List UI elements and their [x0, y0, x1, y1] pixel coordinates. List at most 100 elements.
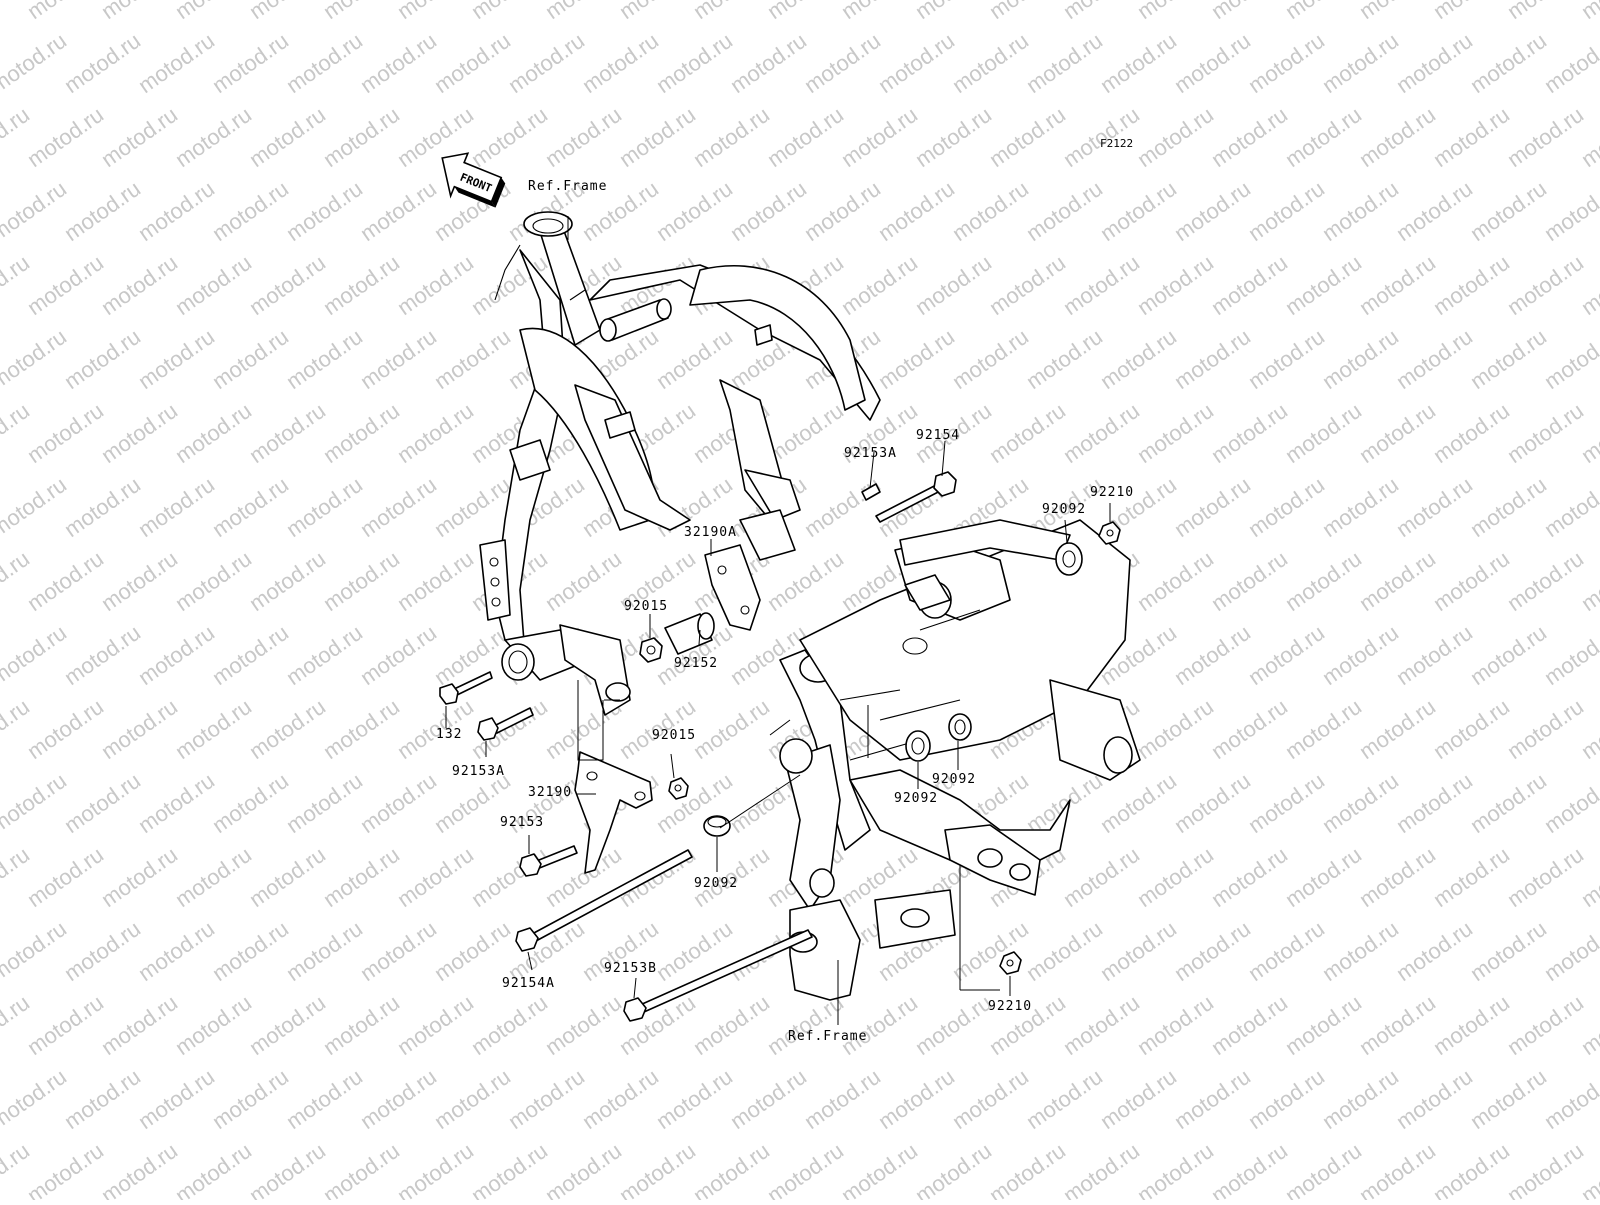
watermark-text: motod.ru [1207, 842, 1292, 912]
watermark-text: motod.ru [948, 176, 1033, 246]
watermark-text: motod.ru [245, 694, 330, 764]
watermark-text: motod.ru [837, 250, 922, 320]
watermark-text: motod.ru [1133, 990, 1218, 1060]
watermark-text: motod.ru [60, 324, 145, 394]
part-label-92152: 92152 [674, 656, 718, 671]
part-label-92015-upper: 92015 [624, 599, 668, 614]
watermark-text: motod.ru [1207, 398, 1292, 468]
watermark-text: motod.ru [985, 250, 1070, 320]
watermark-text: motod.ru [1059, 250, 1144, 320]
watermark-text: motod.ru [1170, 324, 1255, 394]
watermark-text: motod.ru [97, 694, 182, 764]
leader-lines [445, 216, 1111, 1025]
watermark-text: motod.ru [0, 472, 71, 542]
watermark-text: motod.ru [1244, 768, 1329, 838]
watermark-text: motod.ru [208, 768, 293, 838]
watermark-text: motod.ru [652, 1064, 737, 1134]
watermark-text: motod.ru [615, 0, 700, 24]
watermark-text: motod.ru [1503, 0, 1588, 24]
watermark-text: motod.ru [763, 0, 848, 24]
watermark-text: motod.ru [171, 1138, 256, 1200]
watermark-text: motod.ru [689, 0, 774, 24]
watermark-text: motod.ru [1096, 324, 1181, 394]
watermark-text: motod.ru [1059, 990, 1144, 1060]
watermark-text: motod.ru [1503, 1138, 1588, 1200]
watermark-text: motod.ru [134, 620, 219, 690]
watermark-text: motod.ru [134, 28, 219, 98]
watermark-text: motod.ru [1170, 176, 1255, 246]
watermark-text: motod.ru [245, 990, 330, 1060]
watermark-text: motod.ru [1392, 28, 1477, 98]
watermark-text: motod.ru [1170, 620, 1255, 690]
watermark-text: motod.ru [245, 250, 330, 320]
watermark-text: motod.ru [1503, 990, 1588, 1060]
watermark-text: motod.ru [23, 546, 108, 616]
watermark-text: motod.ru [1318, 324, 1403, 394]
watermark-text: motod.ru [541, 546, 626, 616]
watermark-text: motod.ru [911, 250, 996, 320]
watermark-text: motod.ru [1318, 176, 1403, 246]
watermark-text: motod.ru [1540, 324, 1600, 394]
part-label-92092-bottom: 92092 [694, 876, 738, 891]
watermark-text: motod.ru [1429, 546, 1514, 616]
watermark-text: motod.ru [689, 102, 774, 172]
watermark-text: motod.ru [393, 1138, 478, 1200]
watermark-text: motod.ru [23, 842, 108, 912]
watermark-text: motod.ru [208, 1064, 293, 1134]
watermark-text: motod.ru [726, 176, 811, 246]
watermark-text: motod.ru [1281, 1138, 1366, 1200]
watermark-text: motod.ru [23, 0, 108, 24]
watermark-text: motod.ru [171, 990, 256, 1060]
watermark-text: motod.ru [319, 398, 404, 468]
watermark-text: motod.ru [97, 1138, 182, 1200]
watermark-text: motod.ru [615, 102, 700, 172]
watermark-text: motod.ru [23, 694, 108, 764]
watermark-text: motod.ru [23, 1138, 108, 1200]
watermark-text: motod.ru [319, 546, 404, 616]
watermark-text: motod.ru [208, 324, 293, 394]
watermark-text: motod.ru [1281, 250, 1366, 320]
watermark-text: motod.ru [97, 546, 182, 616]
watermark-text: motod.ru [1281, 0, 1366, 24]
watermark-text: motod.ru [1540, 620, 1600, 690]
watermark-text: motod.ru [1133, 102, 1218, 172]
watermark-text: motod.ru [245, 1138, 330, 1200]
watermark-text: motod.ru [578, 28, 663, 98]
watermark-text: motod.ru [837, 1138, 922, 1200]
watermark-text: motod.ru [97, 990, 182, 1060]
watermark-text: motod.ru [689, 1138, 774, 1200]
watermark-text: motod.ru [356, 176, 441, 246]
watermark-text: motod.ru [60, 1064, 145, 1134]
watermark-text: motod.ru [319, 102, 404, 172]
watermark-text: motod.ru [430, 1064, 515, 1134]
watermark-text: motod.ru [1466, 1064, 1551, 1134]
watermark-text: motod.ru [1022, 28, 1107, 98]
watermark-text: motod.ru [1540, 768, 1600, 838]
watermark-text: motod.ru [1540, 176, 1600, 246]
watermark-text: motod.ru [1059, 398, 1144, 468]
watermark-text: motod.ru [504, 28, 589, 98]
watermark-text: motod.ru [60, 28, 145, 98]
watermark-text: motod.ru [1133, 694, 1218, 764]
watermark-text: motod.ru [171, 102, 256, 172]
watermark-text: motod.ru [837, 102, 922, 172]
watermark-text: motod.ru [97, 398, 182, 468]
watermark-text: motod.ru [1466, 768, 1551, 838]
watermark-text: motod.ru [282, 28, 367, 98]
watermark-text: motod.ru [948, 324, 1033, 394]
watermark-text: motod.ru [282, 472, 367, 542]
watermark-text: motod.ru [1540, 1064, 1600, 1134]
watermark-text: motod.ru [393, 250, 478, 320]
part-label-32190: 32190 [528, 785, 572, 800]
watermark-text: motod.ru [578, 1064, 663, 1134]
watermark-text: motod.ru [1281, 990, 1366, 1060]
watermark-text: motod.ru [1429, 250, 1514, 320]
watermark-text: motod.ru [1022, 916, 1107, 986]
watermark-text: motod.ru [245, 0, 330, 24]
watermark-text: motod.ru [356, 620, 441, 690]
watermark-text: motod.ru [1133, 842, 1218, 912]
watermark-text: motod.ru [1170, 916, 1255, 986]
watermark-text: motod.ru [800, 28, 885, 98]
watermark-text: motod.ru [541, 1138, 626, 1200]
watermark-text: motod.ru [1429, 694, 1514, 764]
